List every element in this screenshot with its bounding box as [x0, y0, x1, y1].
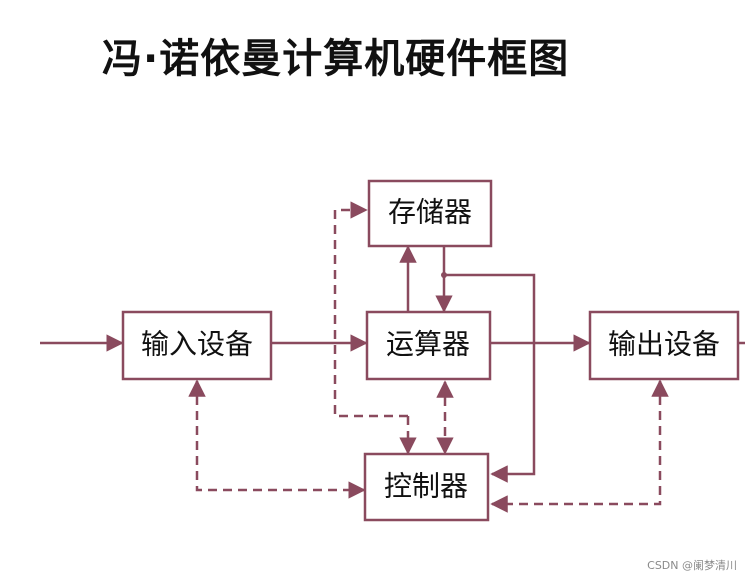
- alu-box: 运算器: [365, 310, 492, 381]
- controller-to-memory-dashed-arrow: [333, 201, 408, 418]
- input-controller-dashed-arrow: [188, 379, 366, 499]
- output-device-label: 输出设备: [608, 328, 720, 361]
- controller-box: 控制器: [363, 452, 490, 522]
- diagram-title: 冯·诺依曼计算机硬件框图: [102, 36, 570, 82]
- alu-label: 运算器: [386, 328, 470, 361]
- input-device-label: 输入设备: [141, 328, 253, 361]
- output-device-box: 输出设备: [588, 310, 740, 381]
- controller-label: 控制器: [384, 470, 468, 503]
- memory-label: 存储器: [388, 196, 472, 229]
- memory-box: 存储器: [367, 179, 493, 248]
- input-device-box: 输入设备: [121, 310, 273, 381]
- output-controller-dashed-arrow: [490, 379, 669, 513]
- watermark: CSDN @阑梦清川: [647, 559, 737, 572]
